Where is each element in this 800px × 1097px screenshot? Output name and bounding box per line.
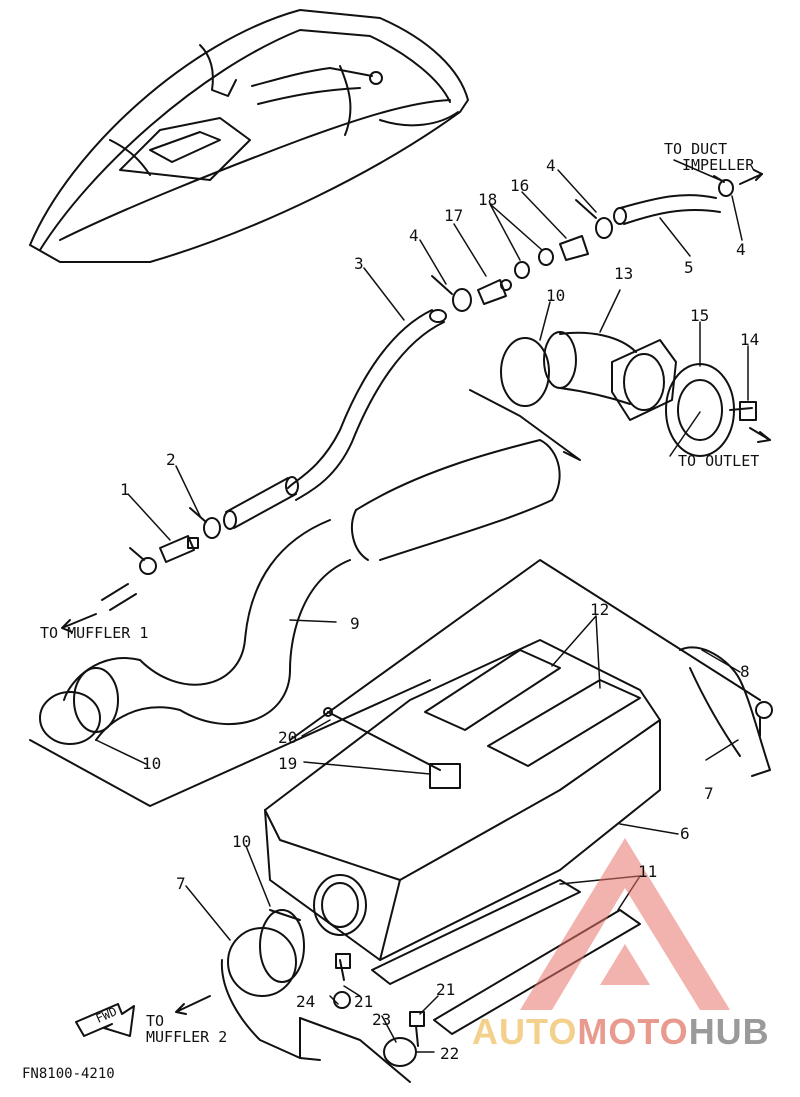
callout-14: 14 <box>740 330 760 349</box>
callout-4-b: 4 <box>546 156 556 175</box>
callout-8: 8 <box>740 662 750 681</box>
callout-4-a: 4 <box>409 226 419 245</box>
callout-20: 20 <box>278 728 298 747</box>
callout-7-left: 7 <box>176 874 186 893</box>
callout-18: 18 <box>478 190 498 209</box>
callout-21-b: 21 <box>436 980 456 999</box>
callout-11: 11 <box>638 862 658 881</box>
fitting-1 <box>101 535 199 611</box>
callout-2: 2 <box>166 450 176 469</box>
callout-5: 5 <box>684 258 694 277</box>
callout-13: 13 <box>614 264 634 283</box>
callout-21-a: 21 <box>354 992 374 1011</box>
label-to: TO <box>146 1012 165 1030</box>
bracket-7-right <box>679 646 773 777</box>
watercraft-overview <box>29 9 469 263</box>
leader-lines <box>95 159 749 1053</box>
watermark-text: AUTOMOTOHUB <box>472 1014 770 1050</box>
callout-19: 19 <box>278 754 298 773</box>
bracket-7-left <box>220 909 425 1083</box>
callout-10-b: 10 <box>142 754 162 773</box>
label-to-outlet: TO OUTLET <box>678 452 760 470</box>
clamp-2 <box>189 507 221 539</box>
callout-1: 1 <box>120 480 130 499</box>
callout-22: 22 <box>440 1044 460 1063</box>
callout-17: 17 <box>444 206 464 225</box>
fwd-arrow-icon <box>75 1003 135 1037</box>
watermark-part-3: HUB <box>688 1011 770 1052</box>
callout-4-c: 4 <box>736 240 746 259</box>
label-muffler-2: MUFFLER 2 <box>146 1028 228 1046</box>
watermark-part-1: AUTO <box>472 1011 578 1052</box>
callout-12: 12 <box>590 600 610 619</box>
callout-6: 6 <box>680 824 690 843</box>
upper-fittings <box>431 173 763 312</box>
label-to-muffler-1: TO MUFFLER 1 <box>40 624 149 642</box>
elbow-13 <box>469 331 771 461</box>
callout-7-right: 7 <box>704 784 714 803</box>
callout-9: 9 <box>350 614 360 633</box>
label-to-duct: TO DUCT <box>664 140 728 158</box>
callout-24: 24 <box>296 992 316 1011</box>
callout-16: 16 <box>510 176 530 195</box>
watermark-part-2: MOTO <box>577 1011 689 1052</box>
callout-23: 23 <box>372 1010 392 1029</box>
hose-3 <box>223 309 447 530</box>
watermark-logo-icon <box>520 838 730 1010</box>
callout-10-a: 10 <box>546 286 566 305</box>
callout-3: 3 <box>354 254 364 273</box>
callout-10-c: 10 <box>232 832 252 851</box>
direction-arrows <box>61 169 771 1015</box>
label-impeller: IMPELLER <box>682 156 755 174</box>
callout-15: 15 <box>690 306 710 325</box>
muffler-6 <box>264 559 761 1035</box>
figure-code: FN8100-4210 <box>22 1066 115 1082</box>
hose-9 <box>29 439 561 807</box>
